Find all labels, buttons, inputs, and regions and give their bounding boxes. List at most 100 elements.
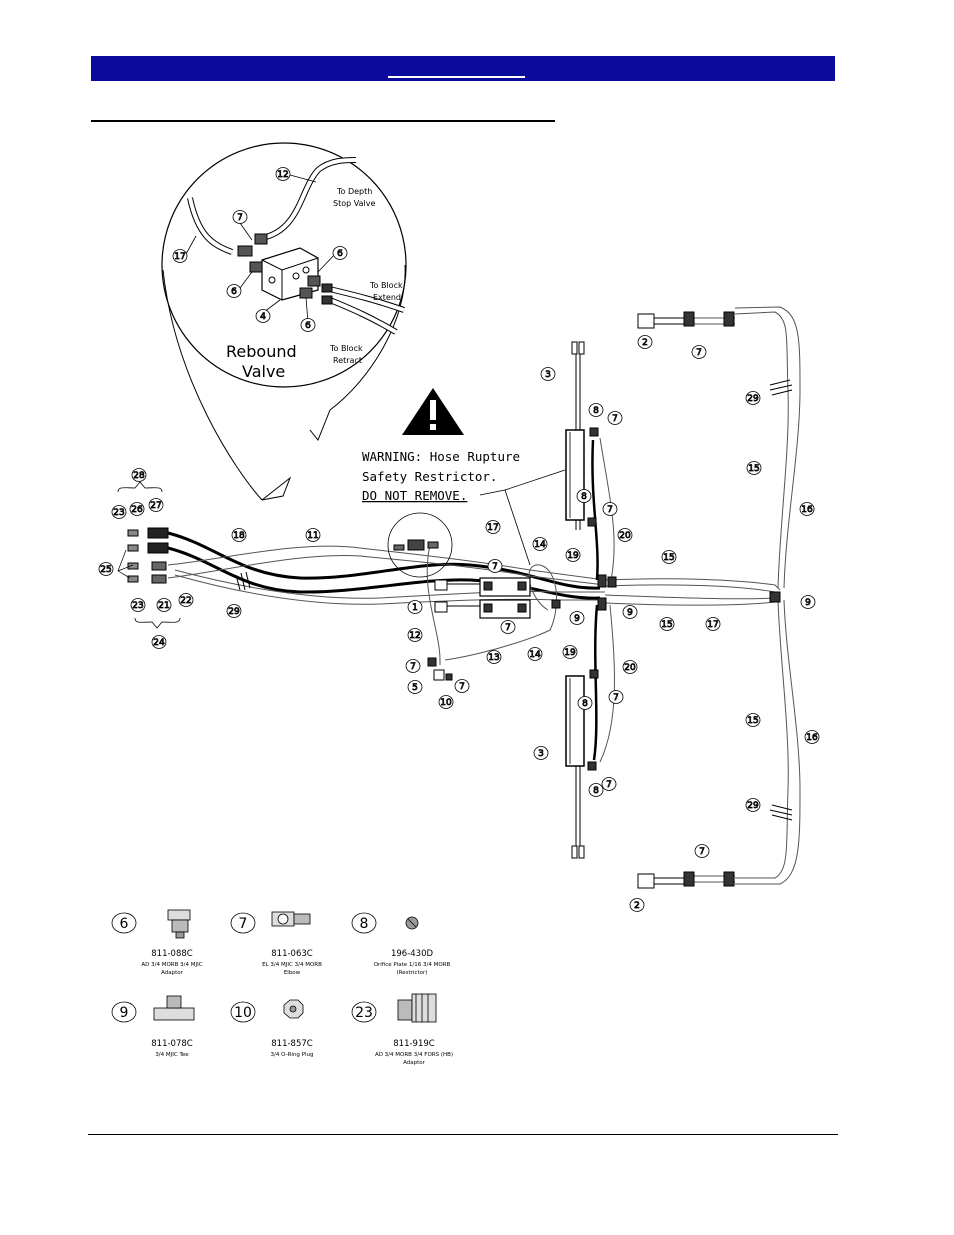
- warning-text: WARNING: Hose Rupture Safety Restrictor.…: [362, 449, 520, 503]
- callout-c7d: 7: [487, 559, 503, 573]
- note-depth-2: Stop Valve: [333, 199, 375, 208]
- callout-c20b: 20: [622, 660, 638, 674]
- legend-desc-7a: EL 3/4 MJIC 3/4 MORB: [262, 962, 322, 968]
- tee-icon: [153, 995, 195, 1021]
- callout-c7h-label: 7: [613, 693, 619, 703]
- legend-num-9: 9: [120, 1005, 129, 1021]
- note-retract-2: Retract: [333, 356, 362, 365]
- legend-desc-6a: AD 3/4 MORB 3/4 MJIC: [141, 962, 202, 968]
- legend-pn-6: 811-088C: [151, 949, 193, 959]
- callout-c23b-label: 23: [132, 601, 143, 611]
- callout-c9c-label: 9: [805, 598, 811, 608]
- callout-c20a-label: 20: [619, 531, 631, 541]
- callout-c17b: 17: [705, 617, 721, 631]
- callout-c16b-label: 16: [806, 733, 818, 743]
- footer-rule: [88, 1134, 838, 1135]
- inset-callout-5: 4: [255, 309, 271, 323]
- legend-text: 6 811-088C AD 3/4 MORB 3/4 MJIC Adaptor …: [120, 916, 454, 1066]
- legend-num-7: 7: [239, 916, 248, 932]
- callout-c17a-label: 17: [487, 523, 498, 533]
- callout-c17a: 17: [485, 520, 501, 534]
- callout-c8c: 8: [577, 696, 593, 710]
- inset-callout-6-label: 6: [305, 321, 311, 331]
- legend-pn-10: 811-857C: [271, 1039, 313, 1049]
- callout-c21: 21: [156, 598, 172, 612]
- callout-c7f-label: 7: [410, 662, 416, 672]
- valve-title-line1: Rebound: [226, 342, 297, 361]
- callout-c7f: 7: [405, 659, 421, 673]
- legend-desc-7b: Elbow: [284, 970, 301, 976]
- orifice-plate-icon: [405, 916, 419, 930]
- callout-c3a-label: 3: [545, 370, 551, 380]
- legend-pn-8: 196-430D: [391, 949, 434, 959]
- warning-leader-lines: [479, 469, 566, 566]
- callout-c7b-label: 7: [612, 414, 618, 424]
- adaptor-icon: [167, 909, 191, 939]
- callout-c29a-label: 29: [747, 394, 759, 404]
- callout-c1: 1: [407, 600, 423, 614]
- inset-callout-1: 7: [232, 210, 248, 224]
- callout-c2b-label: 2: [634, 901, 640, 911]
- legend-num-8: 8: [360, 916, 369, 932]
- callout-c17b-label: 17: [707, 620, 718, 630]
- callout-c19b: 19: [562, 645, 578, 659]
- brace-24: [134, 617, 181, 629]
- callout-c9a-label: 9: [574, 614, 580, 624]
- legend-pn-7: 811-063C: [271, 949, 313, 959]
- callout-c7d-label: 7: [492, 562, 498, 572]
- callout-c7e: 7: [500, 620, 516, 634]
- callout-c27-label: 27: [150, 501, 161, 511]
- callout-c9b: 9: [622, 605, 638, 619]
- inset-callout-0: 12: [275, 167, 291, 181]
- legend-desc-8a: Orifice Plate 1/16 3/4 MORB: [374, 962, 451, 968]
- callout-c14b: 14: [527, 647, 543, 661]
- callout-c7g-label: 7: [459, 682, 465, 692]
- callout-c8b: 8: [576, 489, 592, 503]
- inset-callout-4-label: 6: [231, 287, 237, 297]
- callout-c19b-label: 19: [564, 648, 576, 658]
- warning-line3: DO NOT REMOVE.: [362, 488, 467, 503]
- callout-c8c-label: 8: [582, 699, 588, 709]
- callout-c5-label: 5: [412, 683, 418, 693]
- callout-c26-label: 26: [131, 505, 143, 515]
- callout-c16b: 16: [804, 730, 820, 744]
- callout-c15b: 15: [661, 550, 677, 564]
- callout-c7c-label: 7: [607, 505, 613, 515]
- callout-c25-label: 25: [100, 565, 111, 575]
- callout-c5: 5: [407, 680, 423, 694]
- hose-barb-adaptor-icon: [397, 993, 437, 1023]
- inset-callout-1-label: 7: [237, 213, 243, 223]
- callout-c22-label: 22: [180, 596, 191, 606]
- parts-legend: [111, 909, 437, 1023]
- inset-callout-6: 6: [300, 318, 316, 332]
- callout-c7j: 7: [694, 844, 710, 858]
- callout-c29a: 29: [745, 391, 761, 405]
- note-extend-1: To Block: [369, 281, 403, 290]
- callout-c13-label: 13: [488, 653, 499, 663]
- legend-desc-23a: AD 3/4 MORB 3/4 FORS (HB): [375, 1052, 453, 1058]
- legend-num-10: 10: [234, 1005, 252, 1021]
- section-heading-rule: [91, 120, 555, 122]
- inset-labels: Rebound Valve To Depth Stop Valve To Blo…: [226, 187, 403, 381]
- callout-c29b: 29: [226, 604, 242, 618]
- callout-c19a-label: 19: [567, 551, 579, 561]
- callout-c15d: 15: [745, 713, 761, 727]
- callout-c2a: 2: [637, 335, 653, 349]
- callout-c29b-label: 29: [228, 607, 240, 617]
- callout-c12-label: 12: [409, 631, 420, 641]
- callout-c29c-label: 29: [747, 801, 759, 811]
- callout-c3b: 3: [533, 746, 549, 760]
- callout-c18-label: 18: [233, 531, 245, 541]
- callout-c2a-label: 2: [642, 338, 648, 348]
- note-extend-2: Extend: [373, 293, 401, 302]
- callout-c15a-label: 15: [748, 464, 759, 474]
- callout-c16a-label: 16: [801, 505, 813, 515]
- callout-c10: 10: [438, 695, 454, 709]
- legend-desc-23b: Adaptor: [403, 1060, 426, 1066]
- callout-c3b-label: 3: [538, 749, 544, 759]
- callout-c8a-label: 8: [593, 406, 599, 416]
- callout-c7b: 7: [607, 411, 623, 425]
- plug-icon: [283, 999, 304, 1019]
- elbow-icon: [271, 911, 311, 927]
